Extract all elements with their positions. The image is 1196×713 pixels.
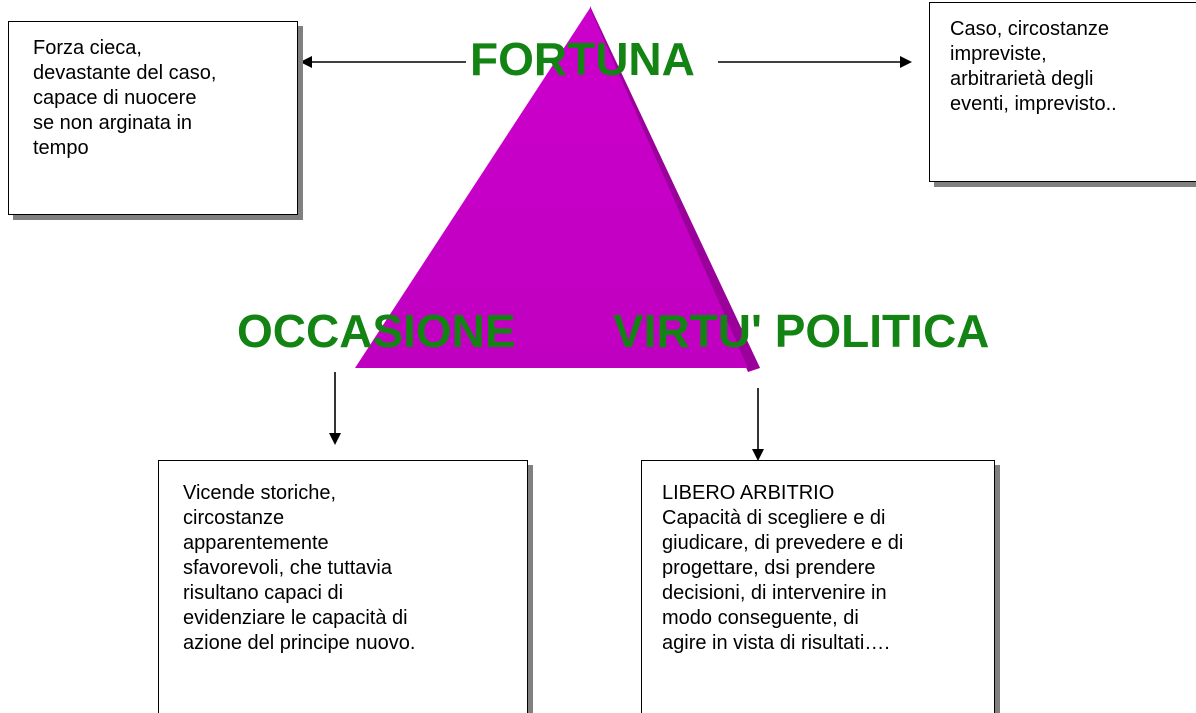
box-text-line: circostanze: [183, 507, 285, 529]
box-text-line: capace di nuocere: [33, 87, 197, 109]
fortuna-label: FORTUNA: [470, 33, 695, 85]
box-text-line: eventi, imprevisto..: [950, 93, 1117, 115]
box-text-line: Forza cieca,: [33, 37, 142, 59]
box-text-line: agire in vista di risultati….: [662, 632, 890, 654]
box-text-line: evidenziare le capacità di: [183, 607, 408, 629]
box-text-line: devastante del caso,: [33, 62, 217, 84]
box-text-line: progettare, dsi prendere: [662, 557, 876, 579]
occasione-description-box: Vicende storiche, circostanze apparentem…: [158, 460, 528, 713]
box-text-line: arbitrarietà degli: [950, 68, 1094, 90]
box-text-line: Caso, circostanze: [950, 18, 1109, 40]
pyramid-right-shade: [590, 8, 760, 368]
box-text-line: LIBERO ARBITRIO: [662, 482, 835, 504]
box-text-line: apparentemente: [183, 532, 329, 554]
box-text-line: giudicare, di prevedere e di: [662, 532, 904, 554]
virtu-description-box: LIBERO ARBITRIO Capacità di scegliere e …: [641, 460, 995, 713]
box-text-line: sfavorevoli, che tuttavia: [183, 557, 392, 579]
occasione-label: OCCASIONE: [237, 305, 516, 357]
box-text-line: modo conseguente, di: [662, 607, 859, 629]
virtu-politica-label: VIRTU' POLITICA: [613, 305, 990, 357]
box-text-line: impreviste,: [950, 43, 1047, 65]
box-text-line: se non arginata in: [33, 112, 193, 134]
fortuna-definition-box: Forza cieca, devastante del caso, capace…: [8, 21, 298, 215]
fortuna-synonyms-box: Caso, circostanze impreviste, arbitrarie…: [929, 2, 1196, 182]
pyramid-front-face: [355, 8, 748, 368]
box-text-line: Vicende storiche,: [183, 482, 337, 504]
box-text-line: decisioni, di intervenire in: [662, 582, 887, 604]
box-text-line: Capacità di scegliere e di: [662, 507, 886, 529]
box-text-line: azione del principe nuovo.: [183, 632, 416, 654]
box-text-line: risultano capaci di: [183, 582, 344, 604]
box-text-line: tempo: [33, 137, 89, 159]
